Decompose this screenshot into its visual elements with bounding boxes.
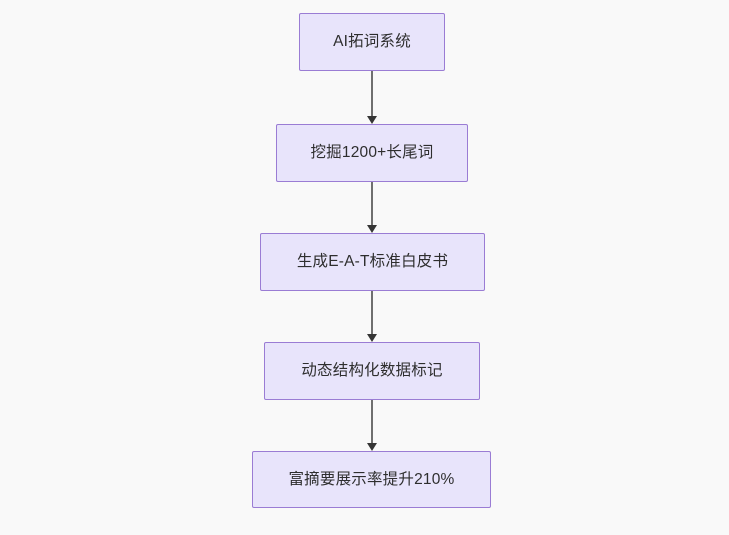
edge-shaft <box>371 71 373 117</box>
flow-node-label: 富摘要展示率提升210% <box>288 470 455 488</box>
flow-node-generate-eat-whitepaper[interactable]: 生成E-A-T标准白皮书 <box>260 233 485 291</box>
edge-n3-n4 <box>366 291 378 342</box>
flow-node-ai-keyword-system[interactable]: AI拓词系统 <box>299 13 445 71</box>
edge-shaft <box>371 291 373 335</box>
arrowhead-icon <box>367 225 377 233</box>
edge-shaft <box>371 182 373 226</box>
edge-shaft <box>371 400 373 444</box>
edge-n2-n3 <box>366 182 378 233</box>
flow-node-label: 动态结构化数据标记 <box>301 362 443 380</box>
arrowhead-icon <box>367 116 377 124</box>
flow-node-mine-longtail-keywords[interactable]: 挖掘1200+长尾词 <box>276 124 468 182</box>
flow-node-label: AI拓词系统 <box>333 33 411 51</box>
arrowhead-icon <box>367 443 377 451</box>
arrowhead-icon <box>367 334 377 342</box>
edge-n1-n2 <box>366 71 378 124</box>
flow-node-rich-snippet-impression-lift[interactable]: 富摘要展示率提升210% <box>252 451 491 508</box>
flow-node-label: 挖掘1200+长尾词 <box>310 144 434 162</box>
flow-node-dynamic-structured-data-markup[interactable]: 动态结构化数据标记 <box>264 342 480 400</box>
flow-node-label: 生成E-A-T标准白皮书 <box>296 253 449 271</box>
edge-n4-n5 <box>366 400 378 451</box>
